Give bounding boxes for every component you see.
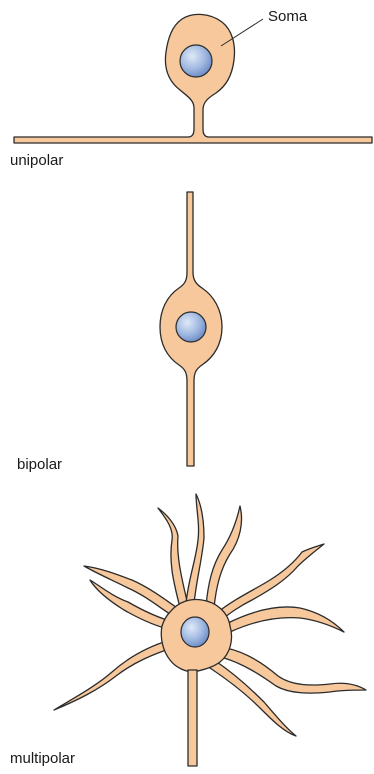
unipolar-nucleus	[180, 45, 212, 77]
dendrite-up-left	[158, 508, 188, 608]
dendrite-top-left	[186, 494, 204, 604]
dendrite-right-middle	[226, 607, 344, 632]
dendrite-left-lower	[54, 640, 172, 710]
bipolar-neuron	[160, 192, 222, 466]
bipolar-label: bipolar	[17, 456, 62, 473]
unipolar-cell-body	[14, 14, 372, 143]
bipolar-nucleus	[176, 312, 206, 342]
multipolar-label: multipolar	[10, 750, 75, 767]
multipolar-nucleus	[181, 617, 209, 647]
unipolar-label: unipolar	[10, 152, 63, 169]
soma-label: Soma	[268, 8, 307, 25]
multipolar-neuron	[54, 494, 366, 766]
dendrite-top-right	[206, 506, 242, 608]
multipolar-axon	[188, 670, 197, 766]
unipolar-neuron	[14, 14, 372, 143]
